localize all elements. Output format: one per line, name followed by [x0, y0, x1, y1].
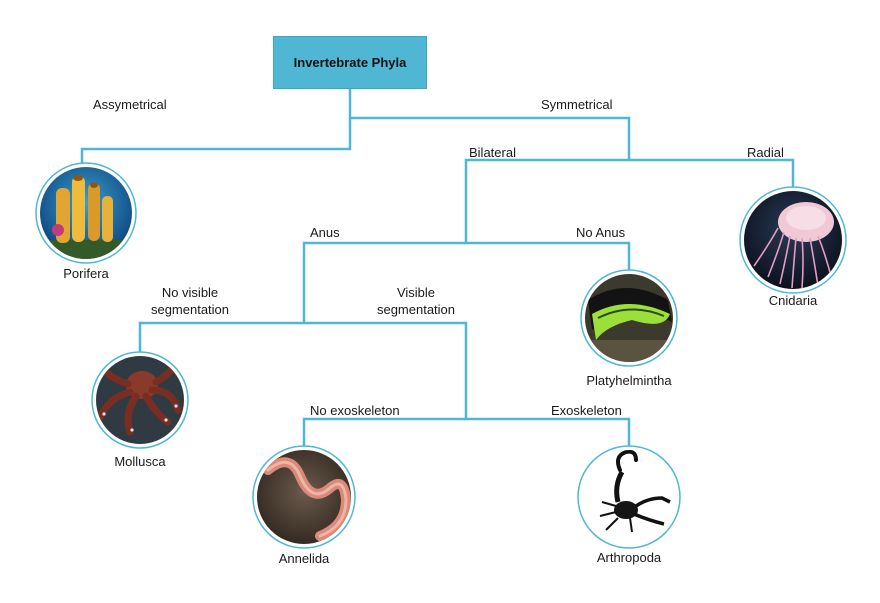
phylum-caption-arthropoda: Arthropoda	[596, 550, 662, 565]
branch-label-no-exoskeleton: No exoskeleton	[310, 403, 400, 418]
line-root-to-sym	[350, 116, 631, 160]
sea-sponge-photo	[35, 162, 137, 264]
branch-label-radial: Radial	[747, 145, 784, 160]
branch-label-visible-segmentation: Visible segmentation	[366, 284, 466, 318]
branch-label-no-visible-segmentation: No visible segmentation	[140, 284, 240, 318]
branch-label-line-1: No visible	[161, 285, 219, 300]
jellyfish-photo	[739, 186, 847, 294]
branch-label-line-2: segmentation	[150, 302, 230, 317]
flatworm-photo	[580, 269, 678, 367]
line-bil-noanus	[466, 241, 631, 273]
phylum-caption-porifera: Porifera	[63, 266, 109, 281]
branch-label-exoskeleton: Exoskeleton	[551, 403, 622, 418]
branch-label-asymmetrical: Assymetrical	[93, 97, 167, 112]
phylum-caption-annelida: Annelida	[278, 551, 330, 566]
line-bil-anus	[302, 241, 466, 323]
line-anus-novisible	[138, 321, 304, 355]
line-vis-noexo	[302, 417, 466, 449]
connector-lines	[80, 89, 795, 449]
branch-label-no-anus: No Anus	[576, 225, 626, 240]
line-sym-radial	[629, 158, 795, 190]
branch-label-line-1: Visible	[396, 285, 436, 300]
line-vis-exo	[466, 417, 631, 449]
earthworm-photo	[252, 445, 356, 549]
phylum-caption-platyhelmintha: Platyhelmintha	[586, 373, 672, 388]
line-sym-bilateral	[464, 158, 629, 243]
branch-label-symmetrical: Symmetrical	[541, 97, 613, 112]
branch-label-anus: Anus	[310, 225, 340, 240]
scorpion-photo	[577, 445, 681, 549]
root-title: Invertebrate Phyla	[293, 55, 407, 70]
branch-label-line-2: segmentation	[376, 302, 456, 317]
phylum-caption-mollusca: Mollusca	[114, 454, 166, 469]
root-node: Invertebrate Phyla	[273, 36, 427, 89]
branch-label-bilateral: Bilateral	[469, 145, 516, 160]
line-anus-visible	[304, 321, 468, 419]
octopus-photo	[91, 351, 189, 449]
phylum-caption-cnidaria: Cnidaria	[768, 293, 818, 308]
